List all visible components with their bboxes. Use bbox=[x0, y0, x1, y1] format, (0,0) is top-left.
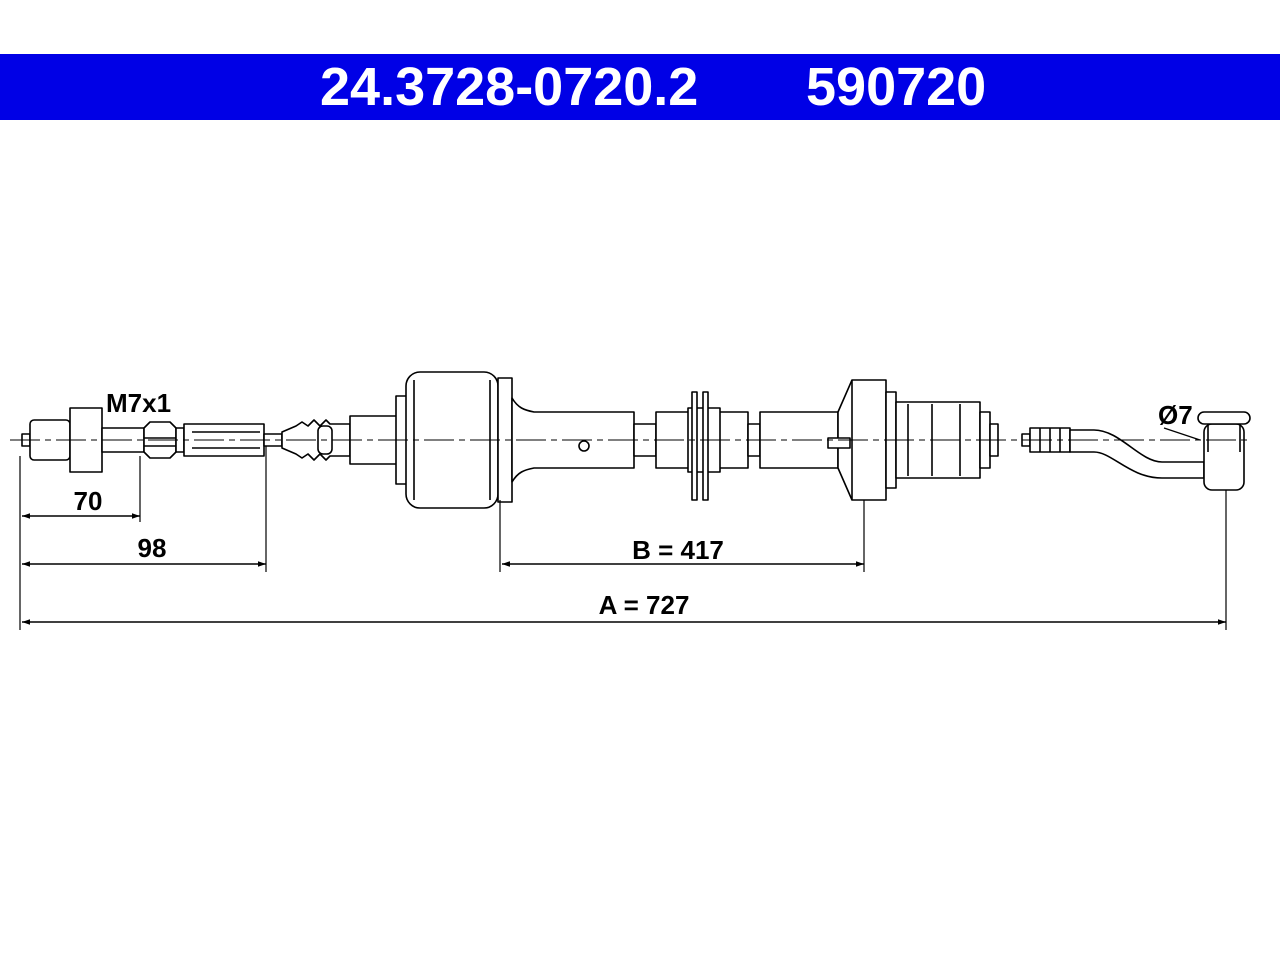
thread-label: M7x1 bbox=[106, 388, 171, 418]
dim-98-label: 98 bbox=[138, 533, 167, 563]
extension-lines bbox=[19, 427, 1227, 630]
diameter-label: Ø7 bbox=[1158, 400, 1193, 430]
reference-number: 590720 bbox=[806, 57, 987, 117]
right-end-terminal bbox=[1021, 411, 1251, 491]
title-bar: 24.3728-0720.2 590720 bbox=[0, 54, 1280, 120]
bulkhead-washer bbox=[687, 391, 721, 501]
dim-70-label: 70 bbox=[74, 486, 103, 516]
part-number: 24.3728-0720.2 bbox=[320, 57, 699, 117]
dim-b-label: B = 417 bbox=[632, 535, 724, 565]
dim-a-label: A = 727 bbox=[599, 590, 690, 620]
